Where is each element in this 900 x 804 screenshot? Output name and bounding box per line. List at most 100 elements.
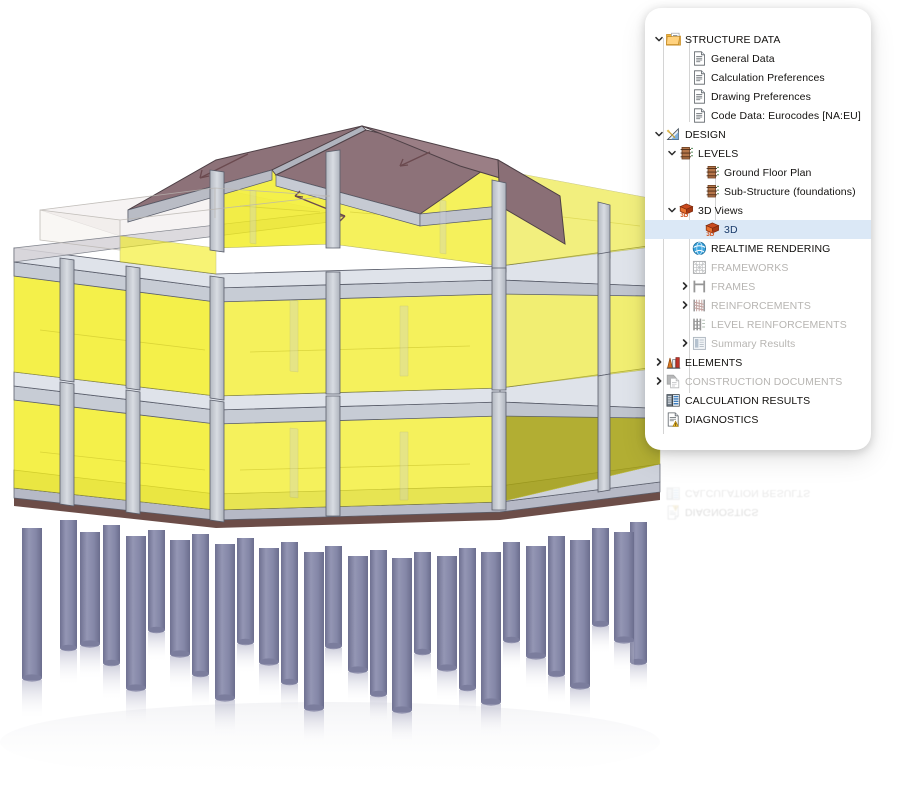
- tree-item-label: STRUCTURE DATA: [685, 33, 781, 46]
- column: [59, 257, 75, 383]
- structural-3d-model[interactable]: [0, 0, 700, 804]
- twisty-diagnostics: [653, 410, 666, 429]
- diagnostics-icon: [666, 412, 681, 427]
- ground-reflection: [0, 702, 660, 782]
- column: [491, 267, 507, 391]
- frames-icon: [692, 279, 707, 294]
- twisty-sub-structure: [692, 182, 705, 201]
- tree-item-label: FRAMES: [711, 280, 756, 293]
- svg-text:3D: 3D: [680, 212, 689, 218]
- twisty-3d: [692, 220, 705, 239]
- tree-item-frameworks[interactable]: FRAMEWORKS: [645, 258, 871, 277]
- twisty-level-reinforcements: [679, 315, 692, 334]
- chevron-down-icon[interactable]: [655, 130, 663, 138]
- column: [125, 265, 141, 391]
- tree-item-label: Sub-Structure (foundations): [724, 185, 856, 198]
- model-viewport[interactable]: [0, 0, 700, 804]
- tree-item-label: Summary Results: [711, 337, 796, 350]
- document-icon: [692, 51, 707, 66]
- chevron-right-icon[interactable]: [655, 358, 663, 366]
- twisty-design[interactable]: [653, 125, 666, 144]
- twisty-reinforcements[interactable]: [679, 296, 692, 315]
- drafting-triangle-icon: [666, 127, 681, 142]
- tree-item-label: REALTIME RENDERING: [711, 242, 831, 255]
- twisty-ground-floor-plan: [692, 163, 705, 182]
- tree-item-drawing-preferences[interactable]: Drawing Preferences: [645, 87, 871, 106]
- tree-item-realtime-rendering[interactable]: REALTIME RENDERING: [645, 239, 871, 258]
- tree-item-ground-floor-plan[interactable]: Ground Floor Plan: [645, 163, 871, 182]
- twisty-frameworks: [679, 258, 692, 277]
- chevron-right-icon[interactable]: [681, 339, 689, 347]
- twisty-levels[interactable]: [666, 144, 679, 163]
- twisty-code-data: [679, 106, 692, 125]
- tree-item-construction-documents[interactable]: CONSTRUCTION DOCUMENTS: [645, 372, 871, 391]
- twisty-construction-documents[interactable]: [653, 372, 666, 391]
- tree-item-reinforcements[interactable]: REINFORCEMENTS: [645, 296, 871, 315]
- documents-stack-icon: [666, 374, 681, 389]
- chevron-down-icon[interactable]: [668, 149, 676, 157]
- tree-item-calculation-preferences[interactable]: Calculation Preferences: [645, 68, 871, 87]
- globe-icon: [692, 241, 707, 256]
- tree-item-general-data[interactable]: General Data: [645, 49, 871, 68]
- tree-item-code-data[interactable]: Code Data: Eurocodes [NA:EU]: [645, 106, 871, 125]
- tree-item-summary-results[interactable]: Summary Results: [645, 334, 871, 353]
- tree-item-calculation-results[interactable]: CALCULATION RESULTS: [645, 391, 871, 410]
- pile-row-front: [22, 528, 634, 744]
- storey-level-2: [13, 273, 661, 397]
- cube-3d-icon: 3D: [679, 203, 694, 218]
- summary-results-icon: [692, 336, 707, 351]
- document-icon: [692, 108, 707, 123]
- twisty-structure-data[interactable]: [653, 30, 666, 49]
- tree-item-frames[interactable]: FRAMES: [645, 277, 871, 296]
- tree-item-3d-views[interactable]: 3D 3D Views: [645, 201, 871, 220]
- column: [325, 395, 341, 517]
- tree-item-label: General Data: [711, 52, 775, 65]
- tree-item-label: 3D Views: [698, 204, 743, 217]
- tree-item-label: CONSTRUCTION DOCUMENTS: [685, 375, 843, 388]
- column: [325, 271, 341, 395]
- tree-item-label: Calculation Preferences: [711, 71, 825, 84]
- elements-icon: [666, 355, 681, 370]
- tree-item-3d[interactable]: 3D 3D: [645, 220, 871, 239]
- tree-item-diagnostics[interactable]: DIAGNOSTICS: [645, 410, 871, 429]
- chevron-right-icon[interactable]: [655, 377, 663, 385]
- tree-guide-line: [689, 148, 690, 393]
- twisty-general-data: [679, 49, 692, 68]
- pile-foundation-group: [22, 520, 647, 744]
- tree-item-label: REINFORCEMENTS: [711, 299, 811, 312]
- chevron-down-icon[interactable]: [655, 35, 663, 43]
- twisty-3d-views[interactable]: [666, 201, 679, 220]
- tree-item-label: 3D: [724, 223, 738, 236]
- chevron-right-icon[interactable]: [681, 301, 689, 309]
- ghost-volume-outline: [39, 187, 331, 251]
- column: [209, 275, 225, 401]
- tree-item-elements[interactable]: ELEMENTS: [645, 353, 871, 372]
- column: [597, 373, 611, 493]
- reflection-label: CALCULATION RESULTS: [685, 487, 811, 500]
- twisty-calculation-results: [653, 391, 666, 410]
- tree-item-label: Ground Floor Plan: [724, 166, 812, 179]
- tree-item-label: FRAMEWORKS: [711, 261, 789, 274]
- cube-3d-icon: 3D: [705, 222, 720, 237]
- tree-guide-line: [689, 38, 690, 122]
- tree-item-level-reinforcements[interactable]: LEVEL REINFORCEMENTS: [645, 315, 871, 334]
- tree-item-levels[interactable]: LEVELS: [645, 144, 871, 163]
- twisty-realtime-rendering: [679, 239, 692, 258]
- chevron-down-icon[interactable]: [668, 206, 676, 214]
- tree-item-structure-data[interactable]: STRUCTURE DATA: [645, 30, 871, 49]
- column: [325, 149, 341, 249]
- tree-item-sub-structure[interactable]: Sub-Structure (foundations): [645, 182, 871, 201]
- twisty-drawing-preferences: [679, 87, 692, 106]
- twisty-elements[interactable]: [653, 353, 666, 372]
- tree-item-label: DESIGN: [685, 128, 726, 141]
- levels-icon: [679, 146, 694, 161]
- tree-item-design[interactable]: DESIGN: [645, 125, 871, 144]
- tree-item-label: DIAGNOSTICS: [685, 413, 759, 426]
- column: [125, 389, 141, 515]
- chevron-right-icon[interactable]: [681, 282, 689, 290]
- twisty-summary-results[interactable]: [679, 334, 692, 353]
- twisty-frames[interactable]: [679, 277, 692, 296]
